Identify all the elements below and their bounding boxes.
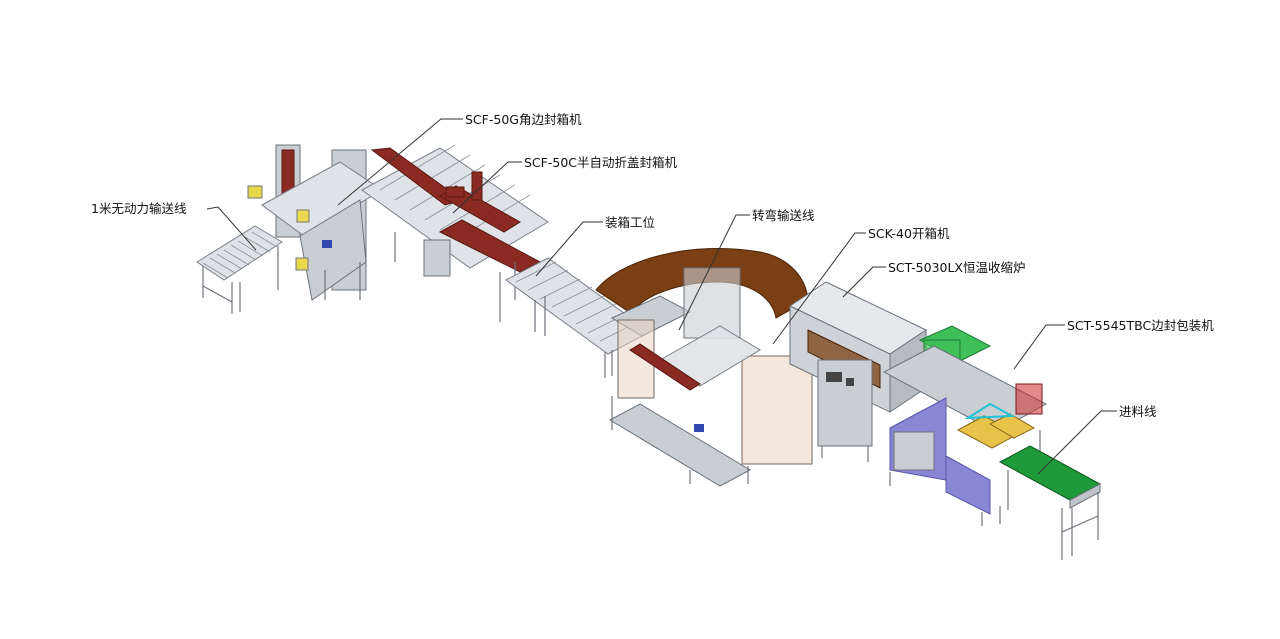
packing-station-conveyor — [505, 257, 651, 378]
callout-labels: 1米无动力输送线 SCF-50G角边封箱机 SCF-50C半自动折盖封箱机 装箱… — [91, 112, 1214, 419]
label-infeed: 进料线 — [1119, 404, 1157, 419]
label-conveyor-1m: 1米无动力输送线 — [91, 201, 187, 216]
leader-lines — [206, 118, 1117, 475]
sct5545tbc-side-sealer — [882, 325, 1048, 526]
label-scf50g: SCF-50G角边封箱机 — [465, 112, 582, 127]
label-packing-station: 装箱工位 — [605, 215, 655, 230]
infeed-conveyor — [998, 445, 1102, 560]
scf50g-corner-sealer — [247, 144, 383, 301]
label-scf50c: SCF-50C半自动折盖封箱机 — [524, 155, 677, 170]
label-sct5545: SCT-5545TBC边封包装机 — [1067, 318, 1214, 333]
label-sct5030: SCT-5030LX恒温收缩炉 — [888, 260, 1026, 275]
unpowered-roller-conveyor — [196, 225, 283, 314]
scf50c-flap-sealer — [361, 144, 549, 322]
label-curve-conveyor: 转弯输送线 — [752, 208, 815, 223]
label-sck40: SCK-40开箱机 — [868, 226, 950, 241]
sck40-carton-erector — [608, 267, 813, 487]
